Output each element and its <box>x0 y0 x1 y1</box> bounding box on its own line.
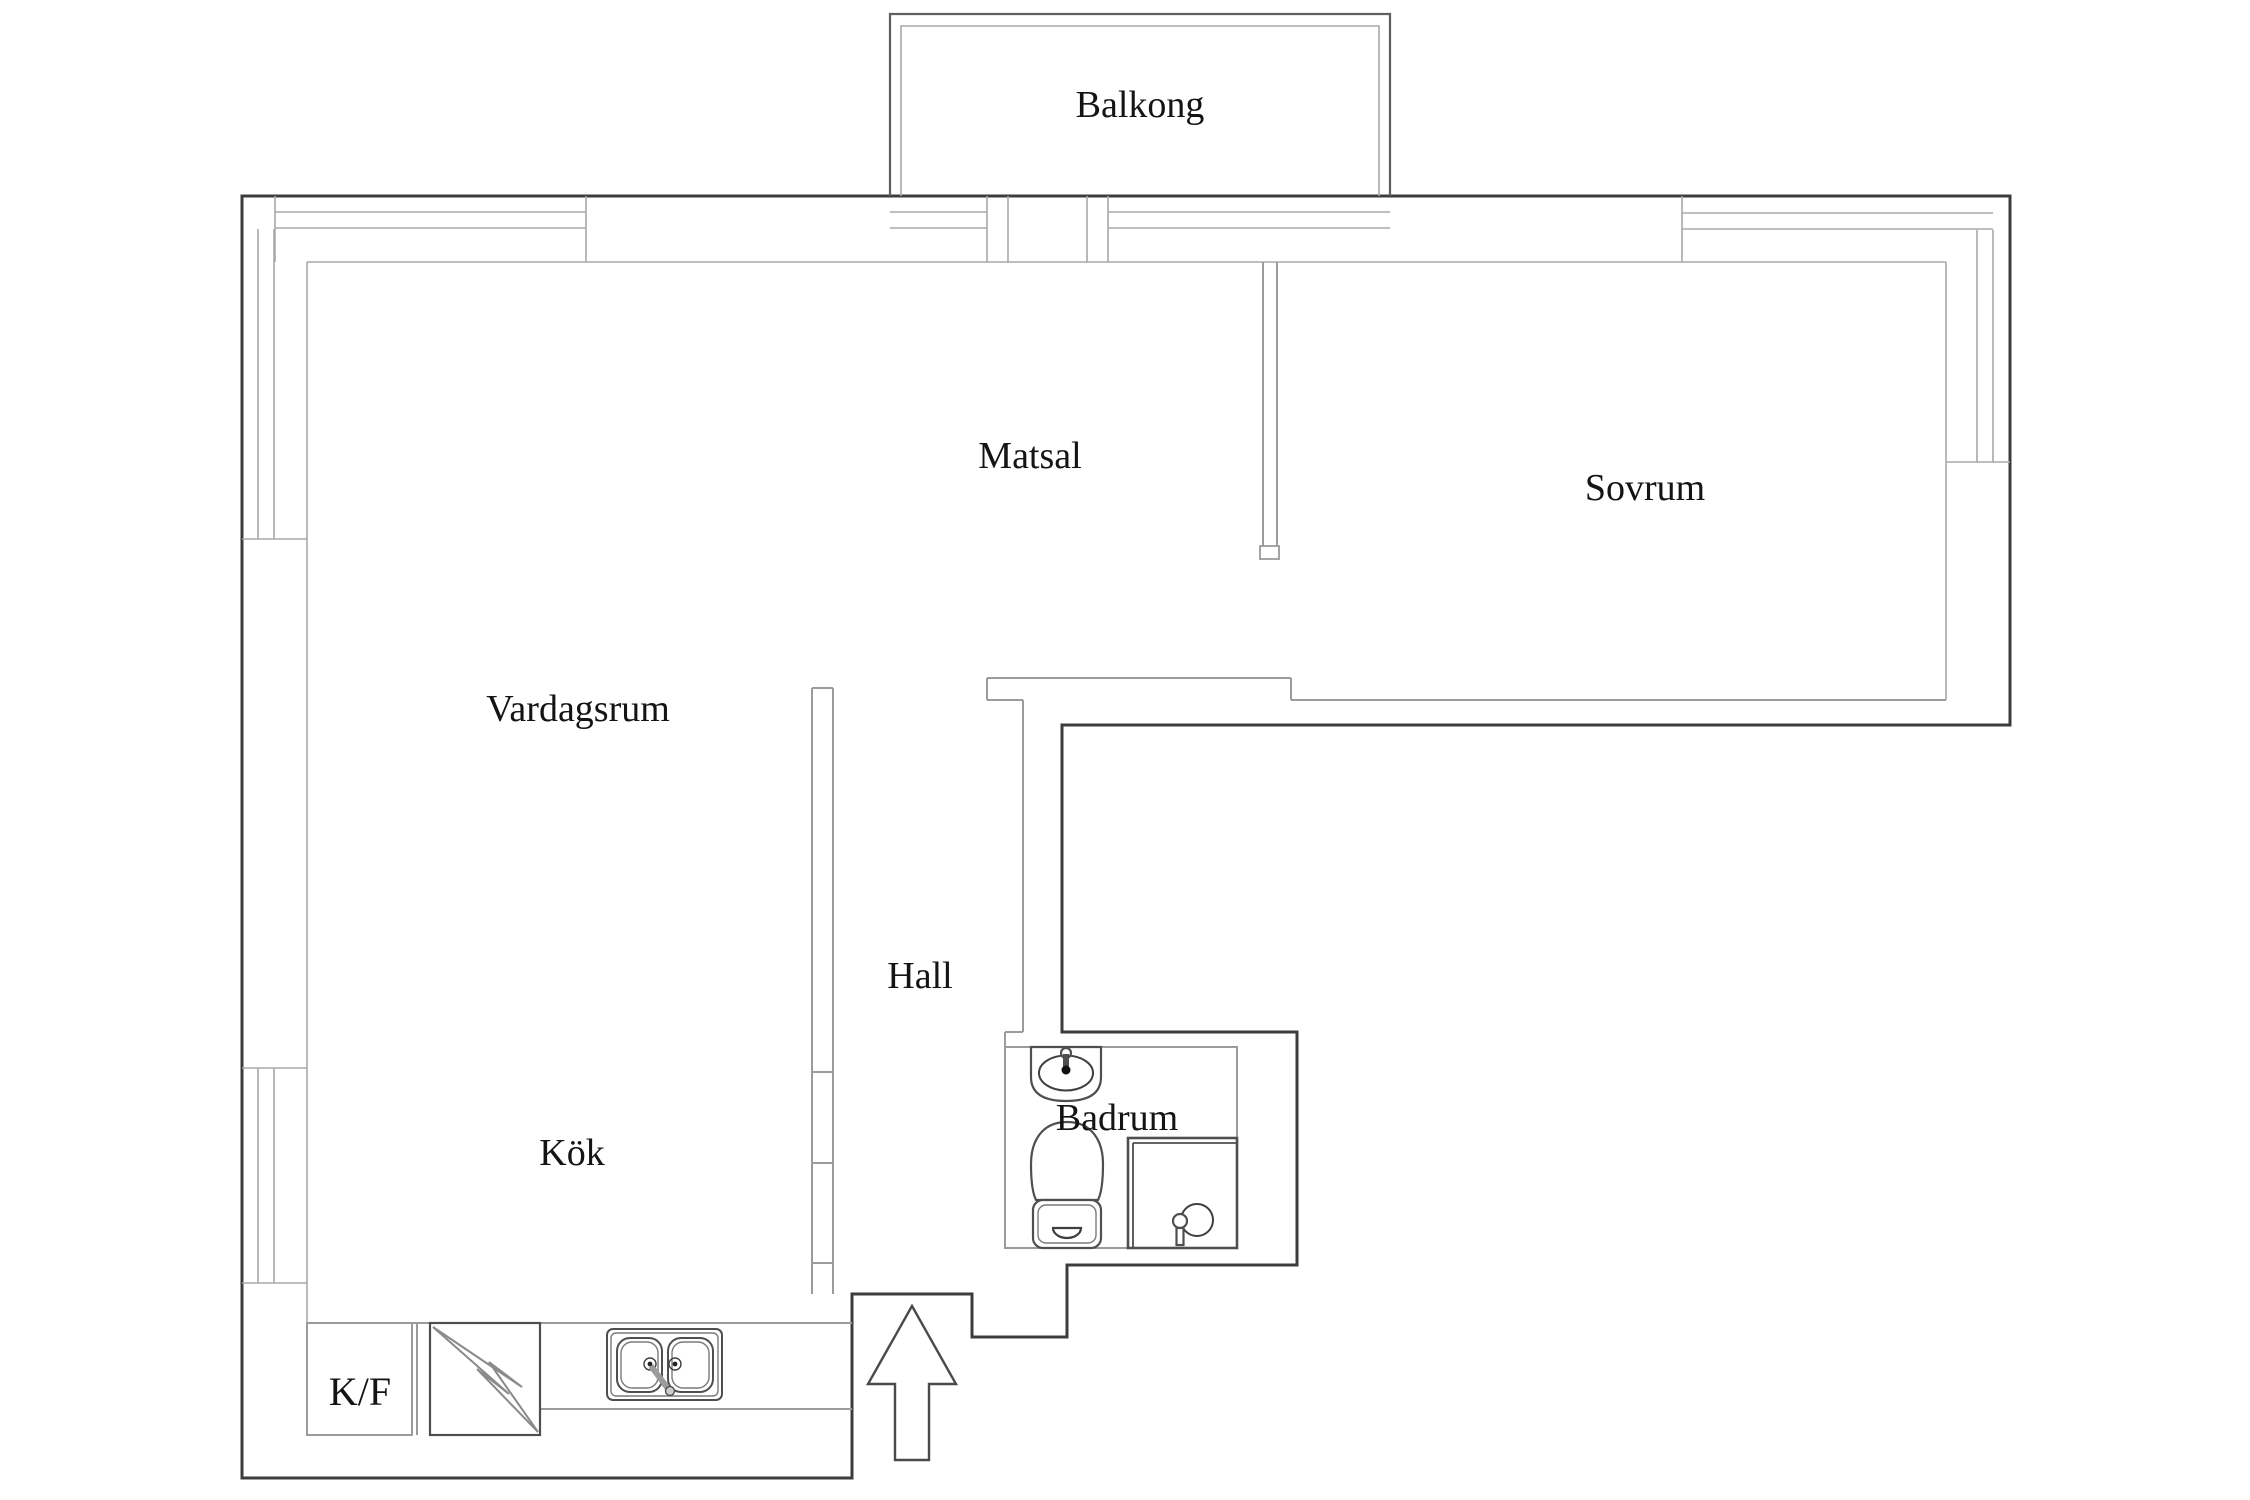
window-balcony-doors <box>890 196 1390 262</box>
shower-icon <box>1126 1136 1239 1250</box>
stove-icon <box>428 1321 542 1437</box>
fridge-freezer-box <box>306 1322 418 1436</box>
toilet-icon <box>1029 1120 1105 1250</box>
window-left-upper <box>242 229 307 540</box>
kitchen-sink-icon <box>606 1328 723 1401</box>
room-label-matsal: Matsal <box>978 435 1081 477</box>
window-top-left <box>274 196 587 262</box>
window-left-lower <box>242 1067 307 1284</box>
inner-wall-faces <box>306 261 1947 1323</box>
room-label-balkong: Balkong <box>1076 84 1205 126</box>
sovrum-divider-wall <box>1259 262 1280 560</box>
window-right-sovrum <box>1946 230 2010 463</box>
outer-wall-outline <box>240 194 2012 1480</box>
entrance-arrow-icon <box>865 1303 959 1462</box>
bathroom-sink-icon <box>1029 1045 1103 1103</box>
balcony-outline <box>888 12 1392 196</box>
room-label-kf: K/F <box>329 1369 391 1414</box>
room-label-hall: Hall <box>887 955 952 997</box>
window-top-right <box>1681 196 1993 262</box>
room-label-badrum: Badrum <box>1056 1097 1178 1139</box>
room-label-sovrum: Sovrum <box>1585 467 1705 509</box>
room-label-kok: Kök <box>539 1132 604 1174</box>
room-label-vardagsrum: Vardagsrum <box>486 688 670 730</box>
